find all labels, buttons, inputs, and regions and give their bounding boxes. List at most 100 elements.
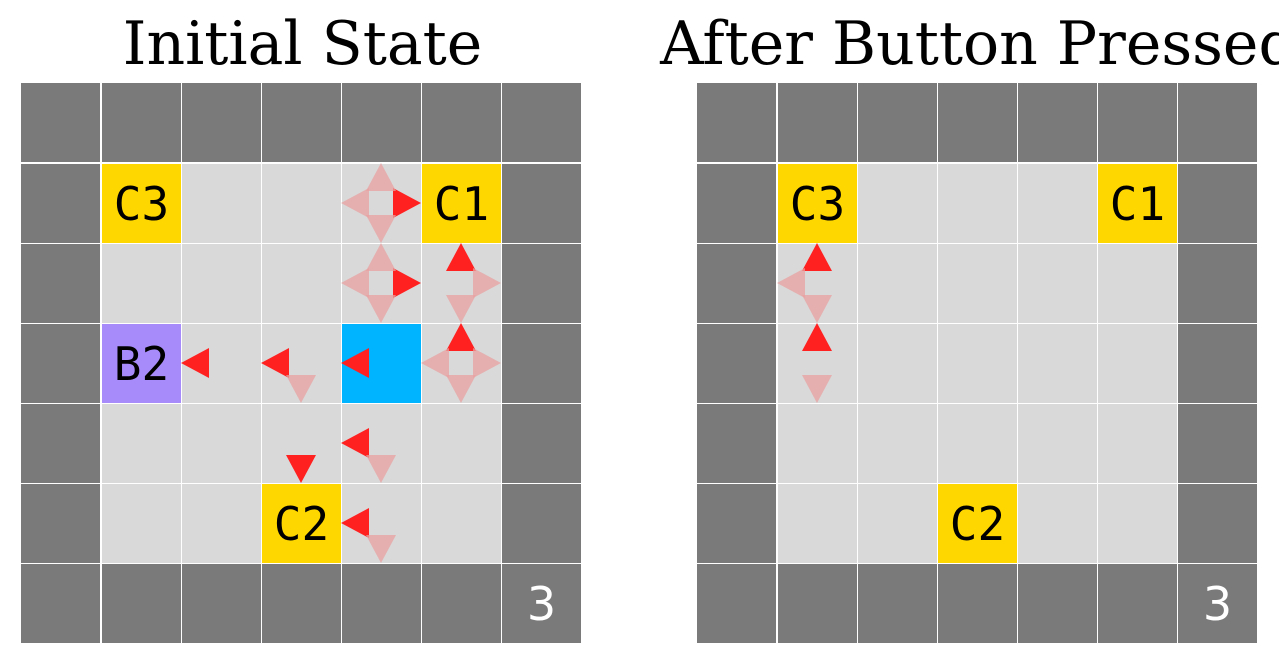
floor-cell <box>1018 244 1097 323</box>
wall-cell <box>858 83 937 162</box>
wall-cell <box>858 564 937 643</box>
wall-cell <box>342 83 421 162</box>
floor-cell <box>342 484 421 563</box>
wall-cell <box>1018 564 1097 643</box>
floor-cell <box>1098 244 1177 323</box>
coin-label: C2 <box>949 496 1006 551</box>
floor-cell <box>262 324 341 403</box>
floor-cell <box>1018 324 1097 403</box>
wall-cell: 3 <box>502 564 581 643</box>
wall-cell <box>502 244 581 323</box>
floor-cell <box>1098 484 1177 563</box>
floor-cell <box>938 244 1017 323</box>
floor-cell <box>102 244 181 323</box>
floor-cell <box>342 404 421 483</box>
coin-label: C3 <box>113 176 170 231</box>
wall-cell <box>182 564 261 643</box>
floor-cell <box>778 404 857 483</box>
button-cell: B2 <box>102 324 181 403</box>
step-counter: 3 <box>1202 576 1233 631</box>
wall-cell <box>938 564 1017 643</box>
wall-cell <box>1098 83 1177 162</box>
floor-cell <box>182 244 261 323</box>
wall-cell <box>502 404 581 483</box>
panel-title: After Button Pressed <box>660 9 1279 79</box>
wall-cell <box>262 564 341 643</box>
wall-cell <box>1178 404 1257 483</box>
wall-cell <box>422 83 501 162</box>
floor-cell <box>858 244 937 323</box>
wall-cell <box>1018 83 1097 162</box>
floor-cell <box>182 484 261 563</box>
floor-cell <box>1098 324 1177 403</box>
floor-cell <box>102 404 181 483</box>
floor-cell <box>342 244 421 323</box>
floor-cell <box>1018 484 1097 563</box>
wall-cell <box>1178 484 1257 563</box>
coin-label: C1 <box>1109 176 1166 231</box>
wall-cell <box>342 564 421 643</box>
coin-cell: C3 <box>102 164 181 243</box>
agent-cell <box>342 324 421 403</box>
coin-label: C3 <box>789 176 846 231</box>
floor-cell <box>422 484 501 563</box>
wall-cell: 3 <box>1178 564 1257 643</box>
floor-cell <box>778 324 857 403</box>
wall-cell <box>102 83 181 162</box>
floor-cell <box>858 484 937 563</box>
step-counter: 3 <box>526 576 557 631</box>
floor-cell <box>858 404 937 483</box>
wall-cell <box>697 324 776 403</box>
floor-cell <box>342 164 421 243</box>
wall-cell <box>697 404 776 483</box>
floor-cell <box>938 404 1017 483</box>
wall-cell <box>21 484 100 563</box>
floor-cell <box>262 404 341 483</box>
floor-cell <box>262 244 341 323</box>
wall-cell <box>182 83 261 162</box>
floor-cell <box>858 324 937 403</box>
wall-cell <box>697 484 776 563</box>
wall-cell <box>1098 564 1177 643</box>
wall-cell <box>21 244 100 323</box>
wall-cell <box>697 164 776 243</box>
wall-cell <box>778 83 857 162</box>
wall-cell <box>502 83 581 162</box>
floor-cell <box>182 404 261 483</box>
wall-cell <box>1178 244 1257 323</box>
floor-cell <box>102 484 181 563</box>
wall-cell <box>1178 164 1257 243</box>
wall-cell <box>938 83 1017 162</box>
button-label: B2 <box>113 336 170 391</box>
floor-cell <box>778 484 857 563</box>
wall-cell <box>1178 324 1257 403</box>
coin-cell: C3 <box>778 164 857 243</box>
coin-cell: C2 <box>938 484 1017 563</box>
wall-cell <box>697 564 776 643</box>
floor-cell <box>262 164 341 243</box>
floor-cell <box>422 404 501 483</box>
floor-cell <box>938 324 1017 403</box>
wall-cell <box>502 484 581 563</box>
panel-title: Initial State <box>122 9 483 79</box>
floor-cell <box>1098 404 1177 483</box>
wall-cell <box>21 564 100 643</box>
coin-label: C2 <box>273 496 330 551</box>
floor-cell <box>422 244 501 323</box>
wall-cell <box>697 83 776 162</box>
floor-cell <box>938 164 1017 243</box>
floor-cell <box>1018 404 1097 483</box>
wall-cell <box>21 164 100 243</box>
floor-cell <box>422 324 501 403</box>
floor-cell <box>182 164 261 243</box>
wall-cell <box>502 164 581 243</box>
coin-cell: C1 <box>1098 164 1177 243</box>
wall-cell <box>102 564 181 643</box>
wall-cell <box>21 404 100 483</box>
wall-cell <box>21 83 100 162</box>
floor-cell <box>182 324 261 403</box>
wall-cell <box>262 83 341 162</box>
